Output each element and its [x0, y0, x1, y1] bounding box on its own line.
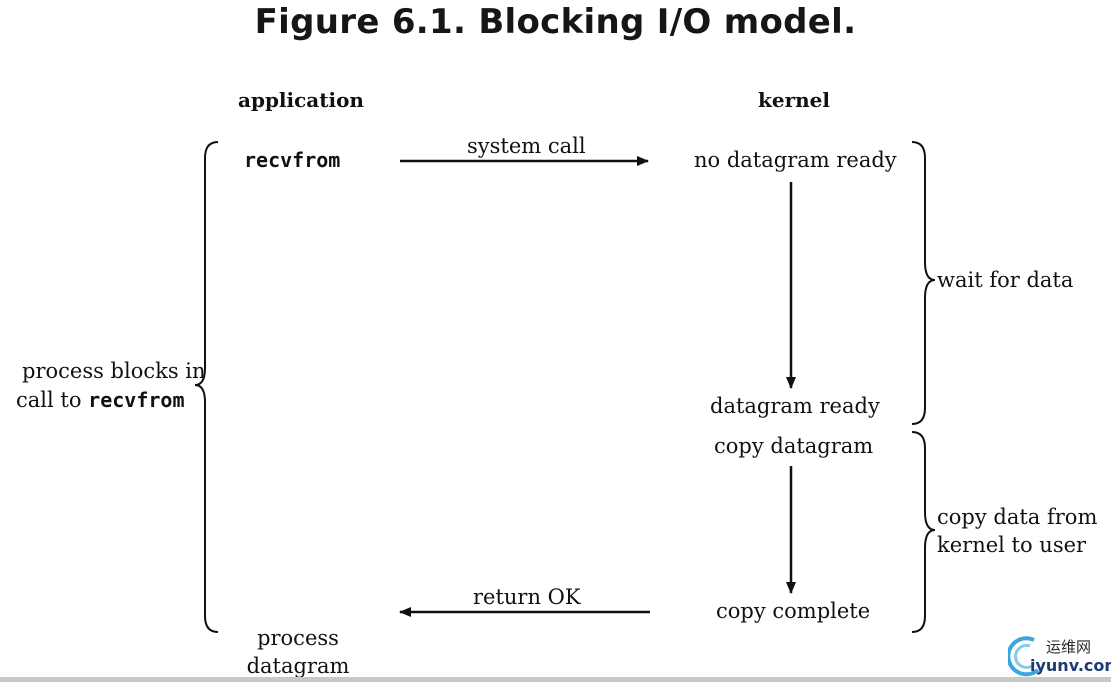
process-blocks-line2: call to recvfrom: [16, 388, 184, 412]
watermark-logo-icon: [1008, 636, 1040, 677]
no-datagram-ready-label: no datagram ready: [694, 148, 897, 172]
application-header: application: [238, 88, 364, 112]
figure-title: Figure 6.1. Blocking I/O model.: [254, 2, 857, 42]
copy-data-label-line2: kernel to user: [937, 533, 1087, 557]
copy-brace: [911, 431, 936, 633]
kernel-header: kernel: [758, 88, 830, 112]
wait-for-data-label: wait for data: [937, 268, 1074, 292]
wait-brace: [911, 141, 936, 425]
copy-data-label-line1: copy data from: [937, 505, 1098, 529]
copy-complete-label: copy complete: [716, 599, 871, 623]
recvfrom-call: recvfrom: [244, 148, 341, 172]
process-blocks-prefix: call to: [16, 388, 89, 412]
datagram-label: datagram: [246, 654, 350, 678]
process-blocks-recvfrom: recvfrom: [88, 388, 185, 412]
watermark-cn: 运维网: [1046, 638, 1092, 656]
bottom-edge-bar: [0, 677, 1111, 682]
blocks-brace: [194, 141, 219, 633]
datagram-ready-label: datagram ready: [710, 394, 880, 418]
return-ok-label: return OK: [473, 585, 581, 609]
watermark-en: iyunv.com: [1030, 656, 1111, 675]
process-label: process: [257, 626, 339, 650]
system-call-label: system call: [467, 134, 586, 158]
copy-datagram-label: copy datagram: [714, 434, 874, 458]
process-blocks-line1: process blocks in: [22, 359, 206, 383]
